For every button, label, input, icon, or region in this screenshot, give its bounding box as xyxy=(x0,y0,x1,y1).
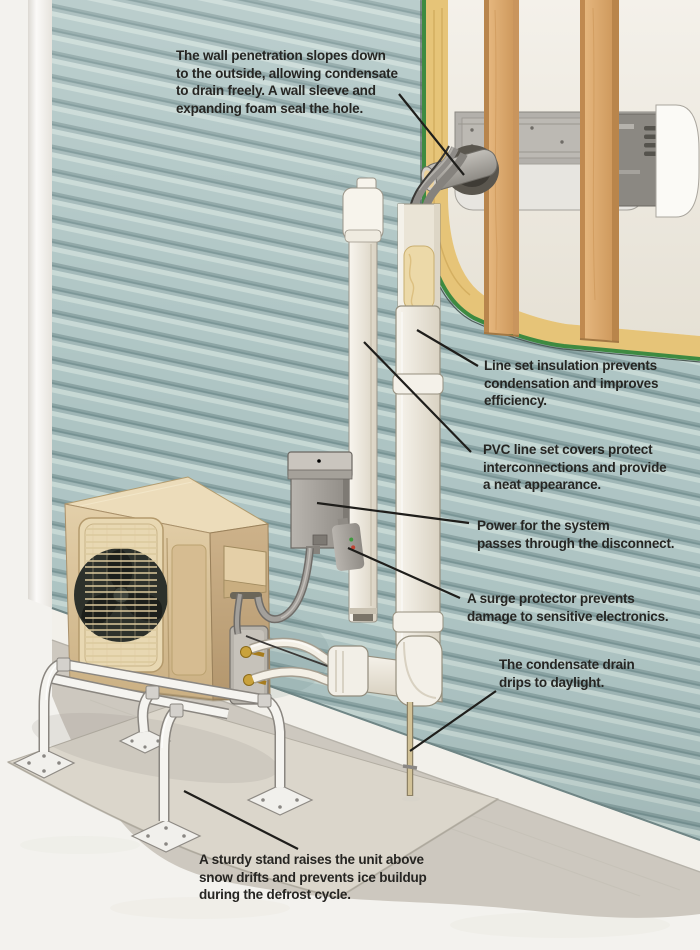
callout-pvc-covers: PVC line set covers protect interconnect… xyxy=(483,442,667,493)
fan-grille xyxy=(85,524,157,666)
condensate-drain-tube xyxy=(402,702,420,802)
callout-sturdy-stand: A sturdy stand raises the unit above sno… xyxy=(199,852,427,903)
wall-stud-right xyxy=(579,0,620,343)
cover-end-fitting xyxy=(327,645,369,697)
unit-access-panel xyxy=(171,544,207,676)
elbow-seam xyxy=(403,641,437,699)
leader-lines xyxy=(183,93,497,850)
drain-clamp xyxy=(402,764,418,770)
stand-rails xyxy=(48,658,267,720)
leader-stand xyxy=(183,790,299,850)
leader-wall-penetration xyxy=(398,93,465,176)
leader-pvc-covers xyxy=(363,341,472,453)
status-led-red xyxy=(351,545,356,550)
pvc-cover-vertical xyxy=(392,305,444,649)
callout-surge-protector: A surge protector prevents damage to sen… xyxy=(467,591,669,624)
callout-line-set-insulation: Line set insulation prevents condensatio… xyxy=(484,358,659,409)
callout-disconnect: Power for the system passes through the … xyxy=(477,518,675,551)
surge-protector xyxy=(331,517,365,571)
unit-stand xyxy=(12,657,314,853)
callout-condensate-drain: The condensate drain drips to daylight. xyxy=(499,657,635,690)
duct-coupling xyxy=(392,611,444,633)
leader-disconnect xyxy=(316,501,470,525)
control-wire xyxy=(245,635,331,668)
hasp xyxy=(312,534,328,546)
leader-surge xyxy=(347,546,461,600)
status-led-green xyxy=(349,537,354,542)
rail-clamps xyxy=(56,657,272,718)
pvc-elbow xyxy=(395,635,443,707)
leader-insulation xyxy=(416,329,479,367)
service-valve xyxy=(240,646,252,658)
corner-trim xyxy=(28,0,52,608)
leader-drain xyxy=(409,690,497,752)
pvc-cover-open-section xyxy=(397,203,441,313)
unit-end-cap xyxy=(655,104,700,218)
callout-wall-penetration: The wall penetration slopes down to the … xyxy=(176,48,398,116)
stand-base-plates xyxy=(12,728,314,853)
plate-bolts xyxy=(27,739,299,846)
outdoor-unit xyxy=(64,476,271,705)
electrical-conduit xyxy=(233,547,314,635)
duct-coupling xyxy=(392,373,444,395)
line-set-insulation xyxy=(403,245,435,311)
